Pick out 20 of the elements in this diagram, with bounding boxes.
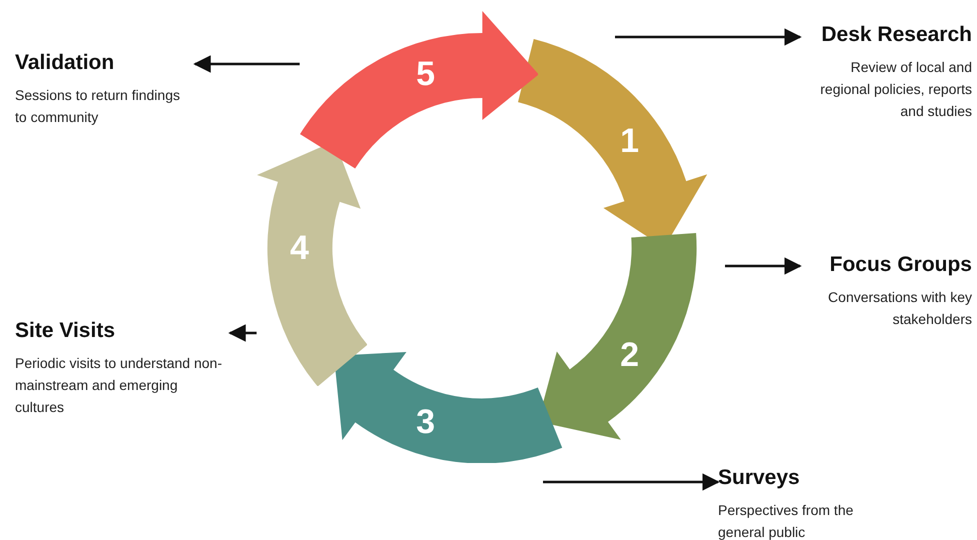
step-description: Perspectives from the general public: [718, 501, 854, 540]
arrow: [615, 28, 802, 46]
step-heading: Focus Groups: [830, 252, 972, 278]
step-number: 3: [416, 404, 436, 439]
arrow: [228, 324, 257, 342]
step-description: Sessions to return findings to community: [15, 86, 181, 128]
step-heading: Desk Research: [821, 22, 972, 48]
step-description: Conversations with key stakeholders: [827, 288, 972, 330]
arrow: [725, 257, 802, 275]
step-description: Periodic visits to understand non-mainstream and emerging cultures: [15, 354, 223, 418]
step-heading: Surveys: [718, 465, 800, 491]
step-heading: Site Visits: [15, 318, 115, 344]
step-number: 4: [290, 230, 309, 265]
step-number: 1: [620, 124, 640, 158]
arrow: [193, 55, 300, 73]
step-number: 2: [620, 338, 640, 372]
step-number: 5: [416, 57, 436, 92]
step-description: Review of local and regional policies, reports and studies: [819, 58, 972, 122]
step-heading: Validation: [15, 50, 114, 76]
arrow: [543, 473, 720, 491]
